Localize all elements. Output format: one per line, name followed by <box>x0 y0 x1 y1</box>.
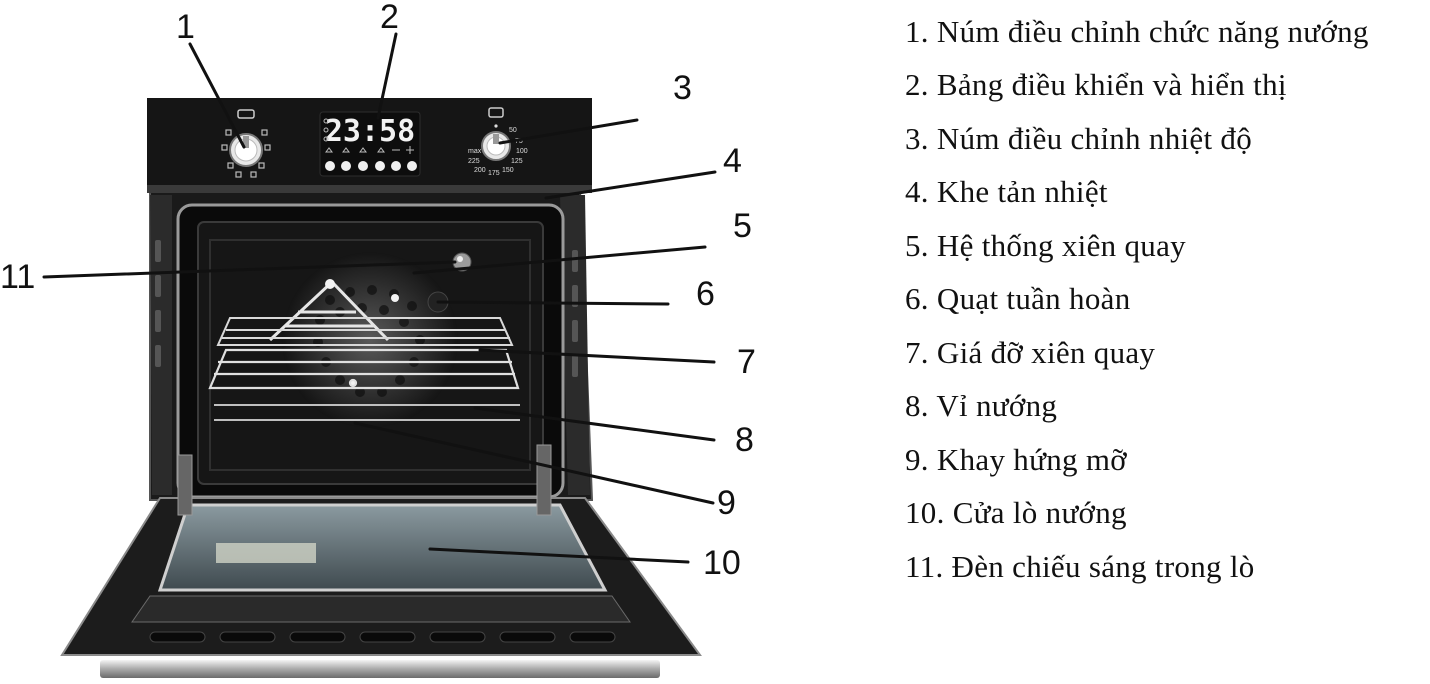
callout-7: 7 <box>737 343 756 381</box>
callout-4: 4 <box>723 142 742 180</box>
temperature-knob[interactable]: 50 75 100 125 150 175 200 225 max <box>468 107 528 177</box>
callout-2: 2 <box>380 0 399 36</box>
temp-mark: max <box>468 148 482 155</box>
callout-8: 8 <box>735 421 754 459</box>
legend-item: 1. Núm điều chỉnh chức năng nướng <box>905 14 1369 49</box>
leader-lines <box>42 32 717 564</box>
callout-5: 5 <box>733 207 752 245</box>
grill-rack <box>214 404 520 421</box>
temp-mark: 150 <box>502 167 514 174</box>
legend-item: 2. Bảng điều khiển và hiển thị <box>905 67 1287 102</box>
callout-10: 10 <box>703 544 741 582</box>
callout-3: 3 <box>673 69 692 107</box>
display-indicator-icons <box>323 118 414 154</box>
function-knob[interactable] <box>221 109 271 178</box>
oven-door <box>60 444 702 678</box>
parts-legend: 1. Núm điều chỉnh chức năng nướng 2. Bản… <box>905 12 1425 593</box>
rotisserie-support <box>208 348 520 390</box>
display-touch-buttons[interactable] <box>325 161 417 171</box>
convection-fan <box>282 252 458 428</box>
legend-item: 4. Khe tản nhiệt <box>905 174 1108 209</box>
legend-item: 11. Đèn chiếu sáng trong lò <box>905 548 1255 584</box>
callout-11: 11 <box>0 258 35 296</box>
callout-9: 9 <box>717 484 736 522</box>
legend-item: 5. Hệ thống xiên quay <box>905 227 1186 263</box>
callout-6: 6 <box>696 275 715 313</box>
callout-numbers: 1 2 3 4 5 6 7 8 9 10 11 <box>0 0 756 582</box>
temp-mark: 100 <box>516 148 528 155</box>
legend-item: 6. Quạt tuần hoàn <box>905 281 1131 316</box>
upper-rack <box>216 317 514 346</box>
rotisserie <box>268 279 399 342</box>
temp-mark: 75 <box>515 138 523 145</box>
temp-mark: 125 <box>511 158 523 165</box>
door-vents <box>149 631 616 643</box>
callout-1: 1 <box>176 8 195 46</box>
legend-item: 3. Núm điều chỉnh nhiệt độ <box>905 120 1253 156</box>
legend-item: 10. Cửa lò nướng <box>905 495 1127 530</box>
function-symbols-icon <box>221 129 271 178</box>
temp-mark: 225 <box>468 158 480 165</box>
door-handle <box>100 660 660 678</box>
legend-item: 9. Khay hứng mỡ <box>905 441 1127 477</box>
temp-mark: 50 <box>509 127 517 134</box>
legend-item: 8. Vỉ nướng <box>905 388 1058 423</box>
display-time: 23:58 <box>325 114 415 149</box>
legend-item: 7. Giá đỡ xiên quay <box>905 334 1156 370</box>
control-display: 23:58 <box>319 111 421 177</box>
temp-mark: 200 <box>474 167 486 174</box>
thermometer-icon <box>488 107 504 118</box>
oven-light <box>452 252 472 272</box>
temp-mark: 175 <box>488 170 500 177</box>
